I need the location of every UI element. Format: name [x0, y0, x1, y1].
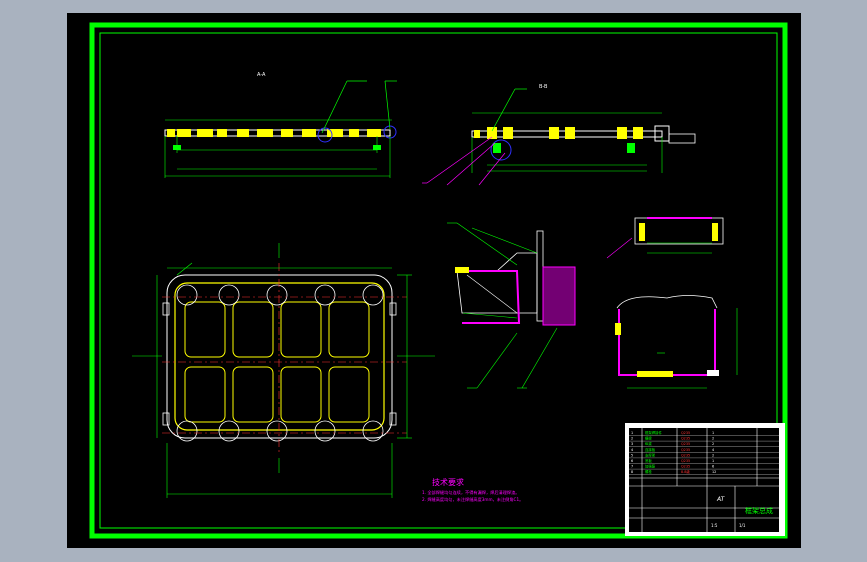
drawing-name: 框架总成 [745, 506, 773, 515]
note-line-1: 1. 全部焊缝均匀连续，不得有漏焊，焊后清理焊渣。 [422, 489, 519, 496]
bom-cell: 连接板 [645, 447, 656, 452]
bom-cell: 底板 [645, 458, 652, 463]
bom-cell: 框架焊接件 [645, 430, 663, 435]
side-view-left: A-A [164, 72, 397, 178]
bom-cell: 4 [631, 448, 633, 452]
note-line-2: 2. 焊缝高度均匀，未注焊缝高度3mm，未注倒角C1。 [422, 496, 523, 503]
title-logo: AT [716, 496, 726, 503]
bom-cell: 2 [712, 437, 714, 441]
bom-cell: 纵梁 [645, 441, 652, 446]
bom-cell: 8.8级 [681, 469, 690, 474]
bom-cell: 横梁 [645, 436, 652, 441]
bom-cell: 3 [631, 442, 633, 446]
bom-cell: 2 [712, 453, 714, 457]
bom-cell: 支撑架 [645, 452, 656, 457]
plan-view [132, 243, 435, 498]
bom-cell: 1 [712, 431, 714, 435]
bom-cell: Q235 [681, 459, 690, 463]
cad-drawing: A-A B-B [89, 22, 788, 539]
section-label-a: A-A [257, 72, 266, 78]
side-view-right: B-B [422, 84, 696, 186]
bom-cell: 2 [712, 442, 714, 446]
bom-cell: 加强筋 [645, 464, 656, 469]
section-detail [447, 222, 576, 389]
bom-cell: 2 [631, 437, 633, 441]
bom-cell: 12 [712, 470, 716, 474]
notes-title: 技术要求 [432, 477, 464, 487]
bom-cell: 1 [631, 431, 633, 435]
detail-small-top [606, 217, 724, 259]
drawing-scale: 1:5 [711, 523, 718, 528]
bom-cell: 6 [712, 465, 714, 469]
bom-cell: Q235 [681, 437, 690, 441]
drawing-border-outer [89, 22, 788, 539]
bom-cell: 螺栓 [645, 469, 652, 474]
drawing-border-inner [99, 32, 778, 529]
bom-cell: 5 [631, 453, 633, 457]
bom-cell: Q235 [681, 431, 690, 435]
bom-cell: 6 [631, 459, 633, 463]
detail-small-bottom [615, 295, 738, 389]
bom-cell: Q235 [681, 465, 690, 469]
bom-cell: Q235 [681, 442, 690, 446]
drawing-sheet: 1/1 [739, 523, 746, 528]
bom-cell: Q235 [681, 453, 690, 457]
section-label-b: B-B [539, 84, 548, 90]
bom-cell: Q235 [681, 448, 690, 452]
bom-cell: 8 [631, 470, 633, 474]
bom-cell: 4 [712, 448, 714, 452]
cad-drawing-canvas: A-A B-B [67, 13, 801, 548]
technical-notes: 技术要求 1. 全部焊缝均匀连续，不得有漏焊，焊后清理焊渣。 2. 焊缝高度均匀… [422, 477, 523, 503]
bom-cell: 1 [712, 459, 714, 463]
bom-cell: 7 [631, 465, 633, 469]
